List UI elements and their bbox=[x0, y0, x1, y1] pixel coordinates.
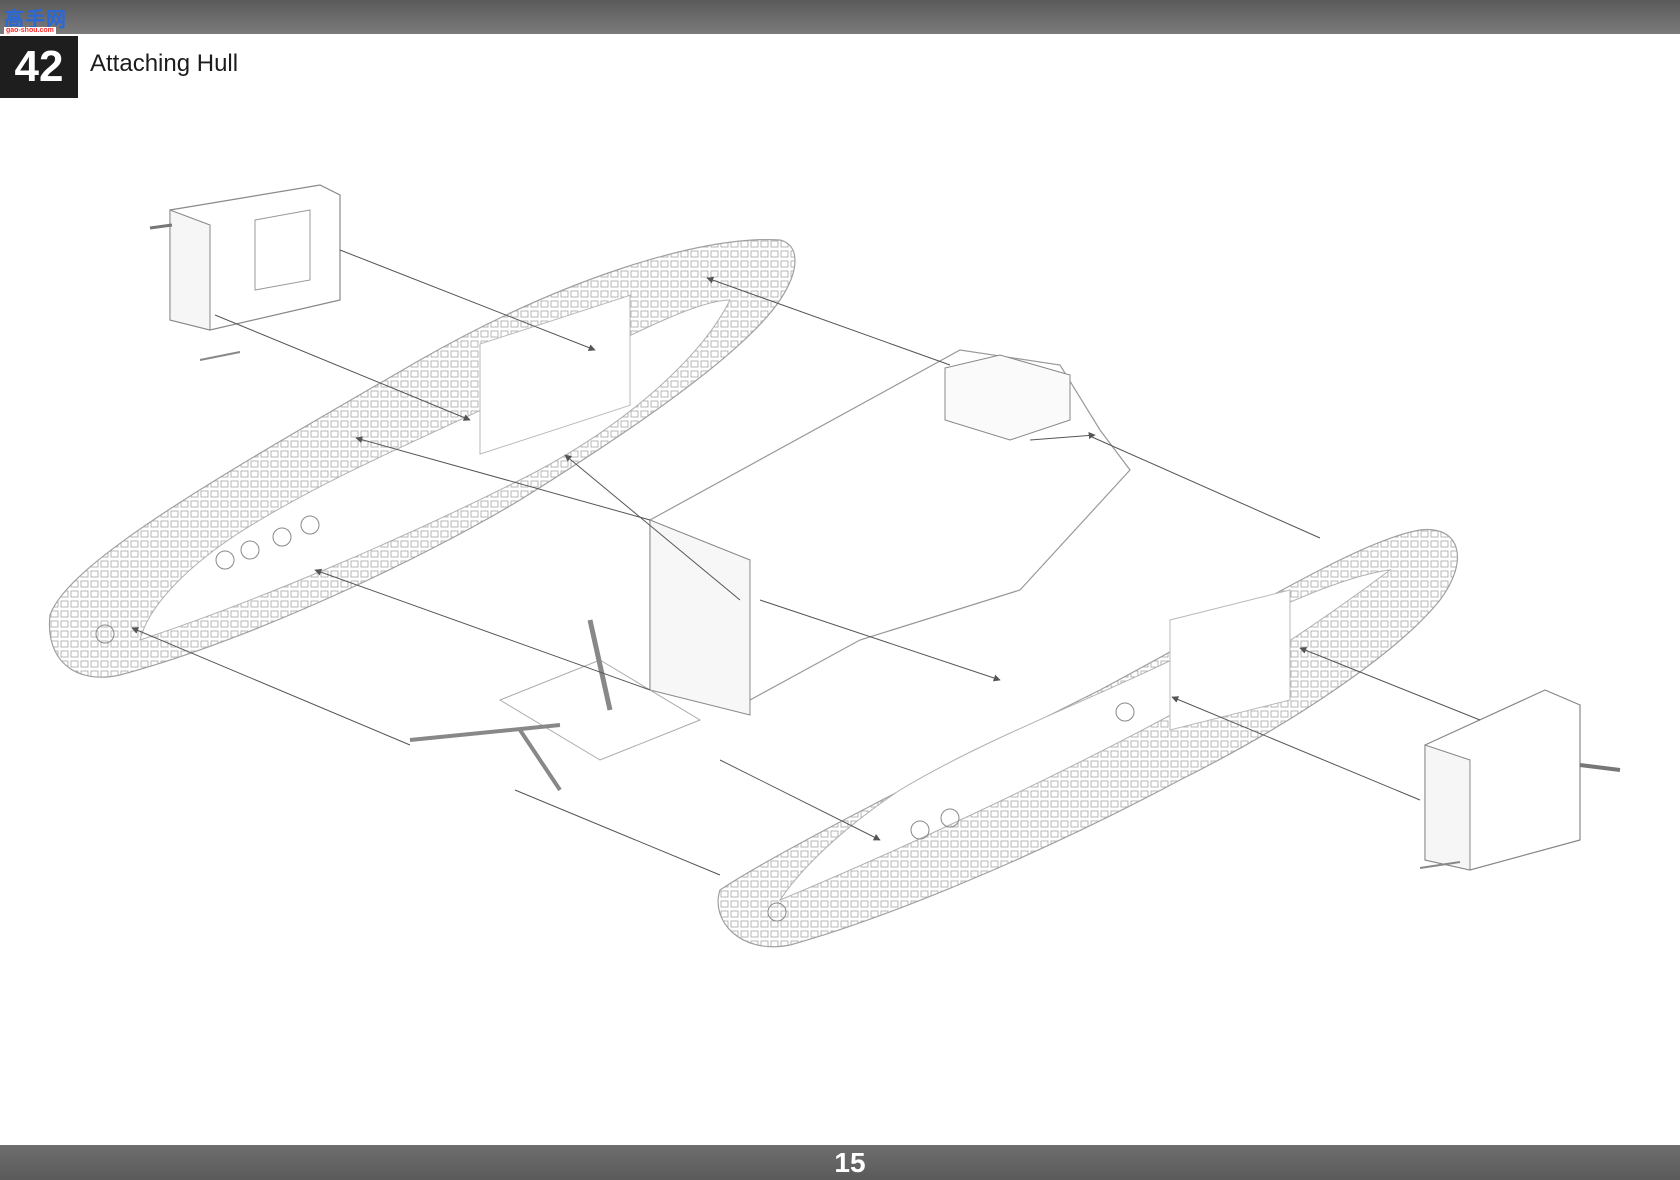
rear-cab-part bbox=[1419, 689, 1621, 871]
site-logo: 高手网 gao-shou.com bbox=[4, 3, 70, 37]
page-number: 15 bbox=[834, 1147, 866, 1178]
central-hull-part bbox=[409, 349, 1131, 792]
step-title: Attaching Hull bbox=[90, 50, 239, 77]
bottom-footer-bar bbox=[0, 1145, 1680, 1180]
right-track-assembly bbox=[717, 528, 1458, 948]
step-number-badge: 42 bbox=[0, 36, 78, 98]
logo-text: 高手网 bbox=[4, 9, 67, 31]
top-header-bar bbox=[0, 0, 1680, 34]
assembly-guide-lines bbox=[131, 249, 1481, 876]
left-track-assembly bbox=[48, 239, 796, 678]
front-cab-part bbox=[149, 184, 341, 361]
logo-subtext: gao-shou.com bbox=[4, 27, 56, 34]
